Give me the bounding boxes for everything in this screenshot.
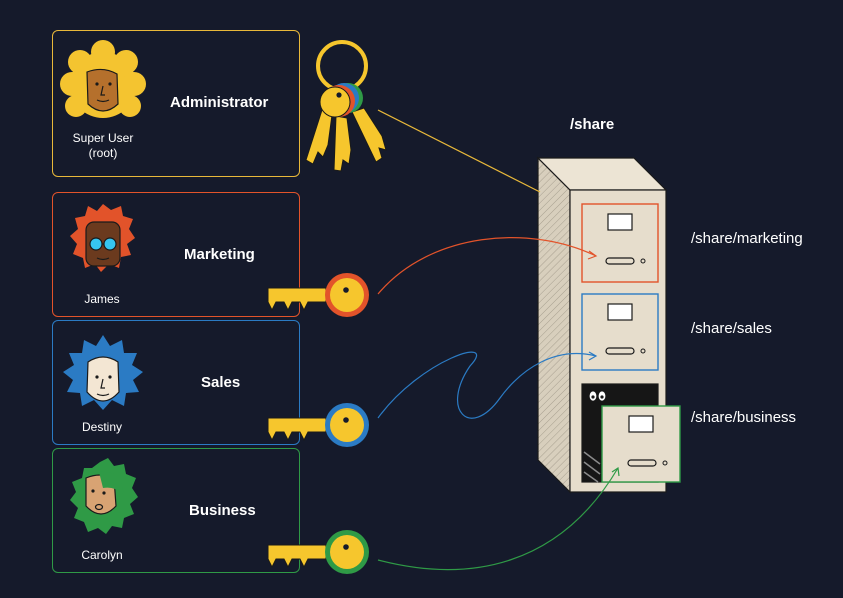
admin-connector [377, 109, 541, 193]
carolyn-avatar [70, 458, 138, 534]
james-avatar [70, 204, 135, 272]
person-name-james: James [84, 292, 120, 306]
marketing-connector [377, 237, 597, 295]
role-label-administrator: Administrator [170, 94, 269, 111]
role-card-marketing [52, 192, 300, 317]
destiny-avatar [63, 335, 143, 410]
role-card-business [52, 448, 300, 573]
person-name-super-user-main: Super User [72, 131, 134, 145]
admin-key-ring [305, 40, 387, 172]
super-user-avatar [60, 40, 146, 118]
role-label-marketing: Marketing [184, 246, 255, 263]
person-name-super-user: Super User (root) [58, 131, 148, 161]
sales-key-icon [267, 403, 369, 447]
business-connector [377, 467, 619, 571]
path-label-marketing: /share/marketing [691, 230, 803, 247]
path-label-sales: /share/sales [691, 320, 772, 337]
drawer-marketing [581, 203, 659, 283]
marketing-key-icon [267, 273, 369, 317]
drawer-sales [581, 293, 659, 371]
root-path-label: /share [570, 116, 615, 133]
business-key-icon [267, 530, 369, 574]
role-label-business: Business [189, 502, 256, 519]
path-label-business: /share/business [691, 409, 797, 426]
role-card-sales [52, 320, 300, 445]
person-name-super-user-sub: (root) [88, 146, 118, 160]
sales-connector [377, 351, 597, 419]
role-label-sales: Sales [201, 374, 241, 391]
role-card-administrator [52, 30, 300, 177]
person-name-destiny: Destiny [81, 420, 122, 434]
person-name-carolyn: Carolyn [81, 548, 123, 562]
